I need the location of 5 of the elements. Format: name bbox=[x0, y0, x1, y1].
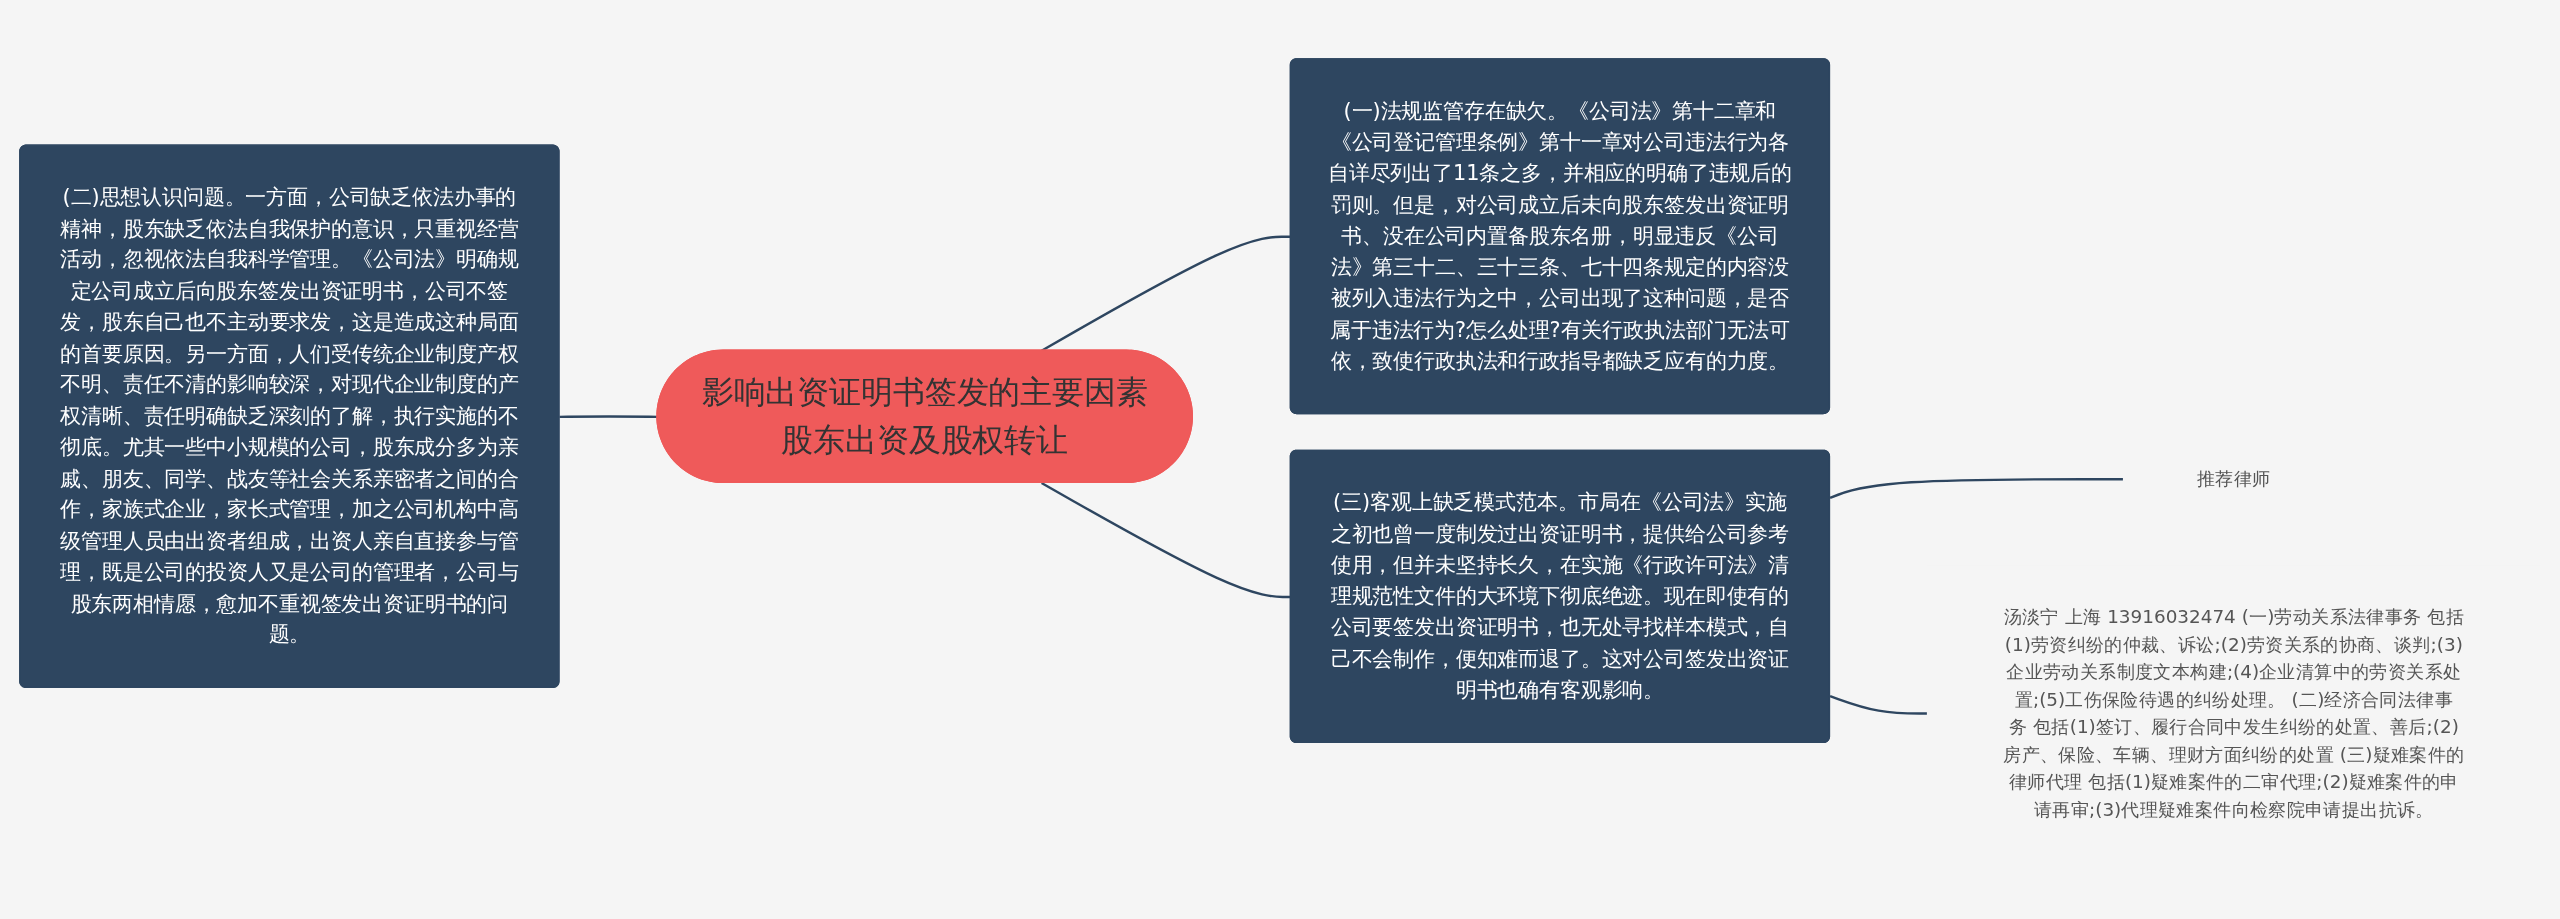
connector bbox=[1041, 481, 1291, 599]
connector bbox=[1829, 694, 1928, 715]
node-text: 推荐律师 bbox=[2197, 467, 2271, 490]
node-text: 汤淡宁 上海 13916032474 (一)劳动关系法律事务 包括(1)劳资纠纷的仲裁、诉讼;(2)劳资关系的协商、谈判;(3)企业劳动关系制度文本构建;(4)企业清算中的劳资关系处置;(5)工伤保险待遇的纠纷处理。 (二)经济合同法律事务 包括(1)签订、履行合同中发生纠纷的处置、善后;(2)房产、保险、车辆、理财方面纠纷的处置 (三)疑难案件的律师代理 包括(1)疑难案件的二审代理;(2)疑难案件的申请再审;(3)代理疑难案件向检察院申请提出抗诉。 bbox=[2003, 605, 2465, 821]
connector bbox=[1829, 477, 2124, 499]
